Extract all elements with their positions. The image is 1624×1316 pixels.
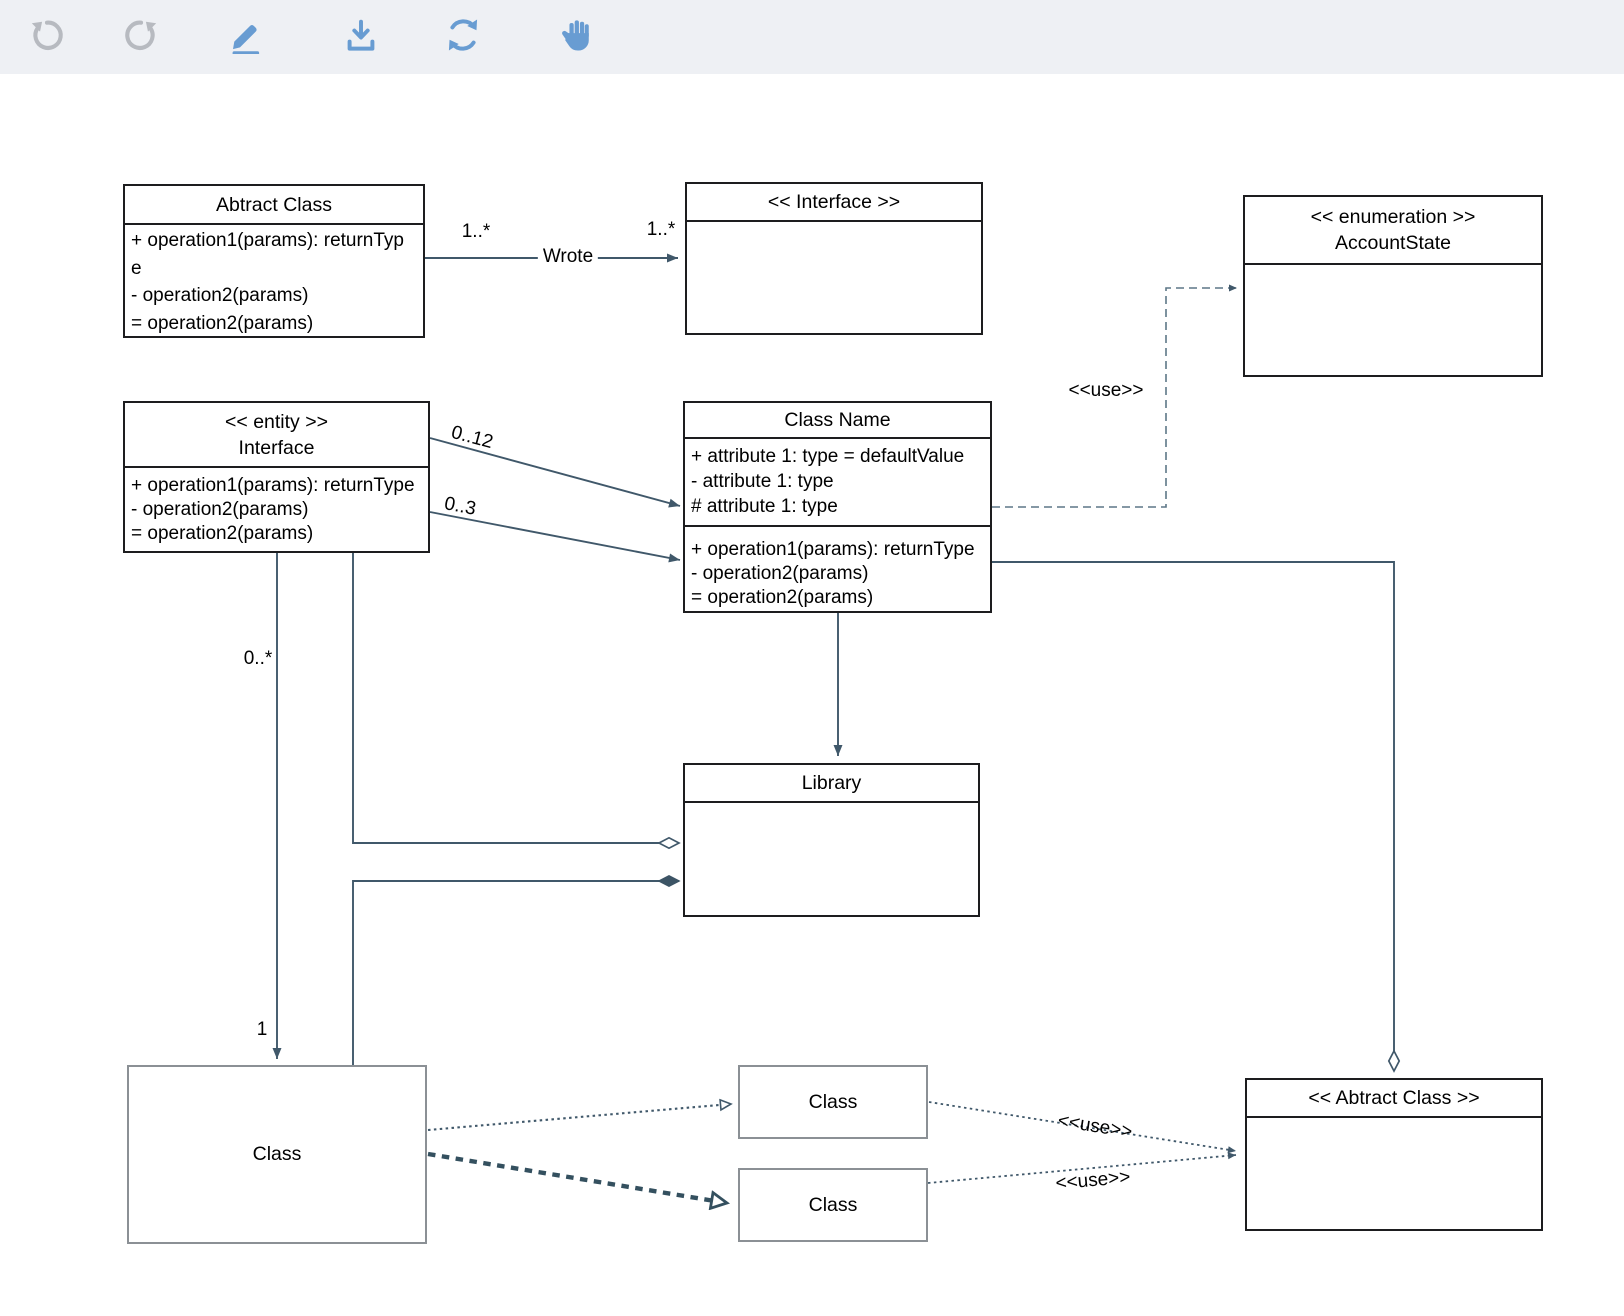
class-stereotype: << Abtract Class >> <box>1247 1080 1541 1118</box>
class-box-abstract-top[interactable]: Abtract Class + operation1(params): retu… <box>123 184 425 338</box>
operation-item: = operation2(params) <box>131 312 314 334</box>
edge-classname-abstract-aggregation[interactable] <box>992 561 1401 1073</box>
class-title: Class Name <box>685 403 990 439</box>
empty-body <box>685 803 978 811</box>
class-box-mid-upper[interactable]: Class <box>738 1065 928 1139</box>
class-box-mid-lower[interactable]: Class <box>738 1168 928 1242</box>
class-title: Class <box>808 1090 858 1113</box>
class-box-library[interactable]: Library <box>683 763 980 917</box>
edit-button[interactable] <box>223 12 269 58</box>
attribute-item: + attribute 1: type = defaultValue <box>691 446 965 467</box>
empty-body <box>687 222 981 230</box>
edge-midtop-abstract-use[interactable] <box>928 1101 1237 1154</box>
empty-body <box>1245 265 1541 273</box>
association-name-label[interactable]: Wrote <box>537 246 599 268</box>
undo-button[interactable] <box>24 12 70 58</box>
class-stereotype: << Interface >> <box>687 184 981 222</box>
download-icon <box>342 16 380 54</box>
undo-icon <box>28 16 66 54</box>
multiplicity-label[interactable]: 1..* <box>461 221 491 242</box>
edge-entity-library-aggregation[interactable] <box>352 553 681 850</box>
pan-hand-icon <box>559 16 597 54</box>
sync-button[interactable] <box>440 12 486 58</box>
class-title: AccountState <box>1335 232 1451 254</box>
class-title: Class <box>808 1193 858 1216</box>
multiplicity-label[interactable]: 1..* <box>646 219 676 240</box>
pan-button[interactable] <box>555 12 601 58</box>
edge-midbottom-abstract-use[interactable] <box>927 1152 1237 1184</box>
sync-icon <box>444 16 482 54</box>
redo-button[interactable] <box>118 12 164 58</box>
download-button[interactable] <box>338 12 384 58</box>
attribute-item: - attribute 1: type <box>691 471 834 492</box>
operation-item: + operation1(params): returnType <box>131 475 415 496</box>
operation-item: - operation2(params) <box>131 499 309 520</box>
edge-entity-classname-0-3[interactable] <box>429 511 681 563</box>
operation-item: = operation2(params) <box>131 523 314 544</box>
edge-class-midbottom-realization[interactable] <box>427 1151 727 1203</box>
empty-body <box>1247 1118 1541 1126</box>
operation-item: - operation2(params) <box>131 285 309 306</box>
class-title: Interface <box>238 436 315 459</box>
class-title: Library <box>685 765 978 803</box>
toolbar <box>0 0 1624 74</box>
class-box-abstract-bottom[interactable]: << Abtract Class >> <box>1245 1078 1543 1231</box>
class-box-entity-interface[interactable]: << entity >> Interface + operation1(para… <box>123 401 430 553</box>
class-box-interface-top[interactable]: << Interface >> <box>685 182 983 335</box>
edge-entity-classname-0-12[interactable] <box>429 437 681 508</box>
edge-class-library-composition[interactable] <box>352 874 681 1065</box>
operation-item: = operation2(params) <box>691 587 874 608</box>
attribute-item: # attribute 1: type <box>691 496 838 517</box>
class-stereotype: << enumeration >> <box>1310 206 1476 228</box>
multiplicity-label[interactable]: 1 <box>256 1019 268 1040</box>
multiplicity-label[interactable]: 0..* <box>243 648 273 669</box>
operation-item: + operation1(params): returnType <box>131 230 404 279</box>
class-stereotype: << entity >> <box>225 410 328 433</box>
edit-pencil-icon <box>227 16 265 54</box>
edge-class-midtop-realization[interactable] <box>427 1098 733 1132</box>
redo-icon <box>122 16 160 54</box>
use-stereotype-label[interactable]: <<use>> <box>1068 380 1144 401</box>
operation-item: - operation2(params) <box>691 563 869 584</box>
class-box-class-name[interactable]: Class Name + attribute 1: type = default… <box>683 401 992 613</box>
class-box-enumeration[interactable]: << enumeration >> AccountState <box>1243 195 1543 377</box>
class-title: Abtract Class <box>125 186 423 225</box>
operation-item: + operation1(params): returnType <box>691 539 975 560</box>
class-title: Class <box>252 1143 302 1165</box>
class-box-big[interactable]: Class <box>127 1065 427 1244</box>
